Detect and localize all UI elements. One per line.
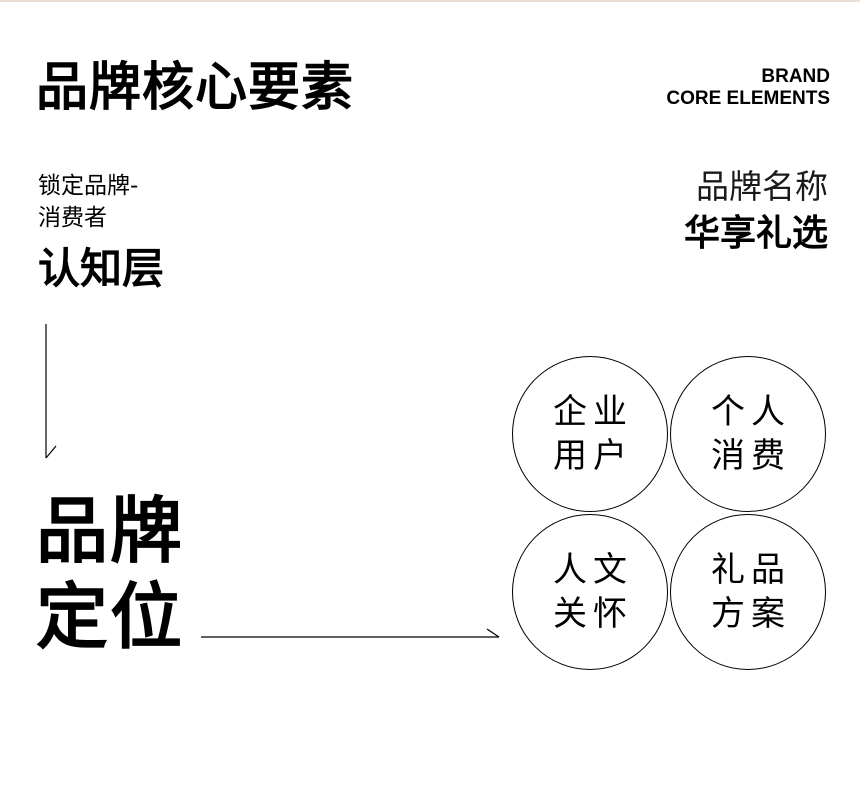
circle-enterprise-users: 企业 用户 — [512, 356, 668, 512]
english-title: BRAND CORE ELEMENTS — [666, 66, 830, 110]
right-arrow-icon — [201, 628, 500, 638]
circle-gift-solutions: 礼品 方案 — [670, 514, 826, 670]
circle-label-line-1: 企业 — [553, 392, 633, 432]
english-title-line-2: CORE ELEMENTS — [666, 88, 830, 109]
circle-label-line-2: 用户 — [553, 436, 633, 476]
circle-personal-consumption: 个人 消费 — [670, 356, 826, 512]
brand-positioning-line-1: 品牌 — [36, 489, 185, 573]
subtitle-line-2: 消费者 — [38, 205, 107, 231]
subtitle-left: 锁定品牌- 消费者 — [38, 170, 138, 234]
page-title: 品牌核心要素 — [36, 58, 355, 118]
circle-label-line-2: 消费 — [711, 436, 791, 476]
circle-label-line-2: 关怀 — [553, 594, 633, 634]
circle-label-line-2: 方案 — [711, 594, 791, 634]
brand-positioning-line-2: 定位 — [36, 575, 185, 659]
top-divider — [0, 0, 860, 2]
down-arrow-icon — [45, 324, 57, 459]
circle-label-line-1: 人文 — [553, 550, 633, 590]
english-title-line-1: BRAND — [761, 66, 830, 87]
circle-label-line-1: 礼品 — [711, 550, 791, 590]
circle-label-line-1: 个人 — [711, 392, 791, 432]
brand-positioning-title: 品牌 定位 — [36, 488, 184, 660]
cognition-layer-label: 认知层 — [38, 244, 165, 293]
subtitle-line-1: 锁定品牌- — [38, 173, 139, 199]
circle-humanistic-care: 人文 关怀 — [512, 514, 668, 670]
brand-name-label: 品牌名称 — [696, 167, 828, 206]
brand-name-value: 华享礼选 — [683, 213, 828, 254]
